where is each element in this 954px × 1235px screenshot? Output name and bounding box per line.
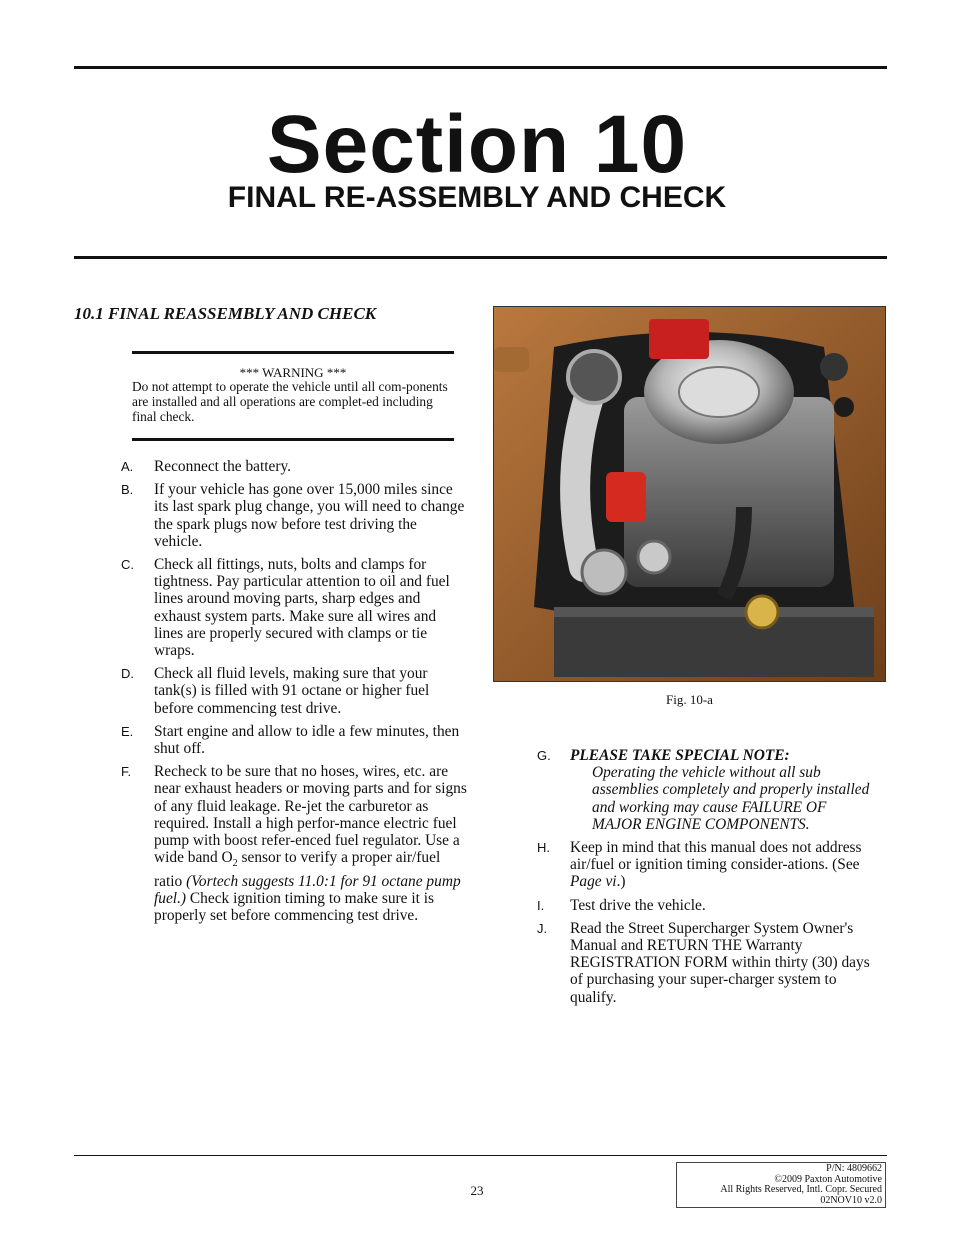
section-heading: 10.1 FINAL REASSEMBLY AND CHECK [74, 304, 377, 323]
steps-list-left: A. Reconnect the battery. B. If your vehic… [121, 458, 468, 930]
list-item: B. If your vehicle has gone over 15,000 m… [121, 481, 468, 550]
header-bottom-rule [74, 256, 887, 259]
step-text: .) [616, 873, 626, 891]
step-text: Check ignition timing to make sure it is… [154, 889, 434, 924]
step-text: Check all fittings, nuts, bolts and clam… [154, 556, 450, 660]
special-note-heading: PLEASE TAKE SPECIAL NOTE: [570, 747, 790, 764]
list-item: J. Read the Street Supercharger System Ow… [537, 920, 877, 1006]
list-item: A. Reconnect the battery. [121, 458, 468, 475]
page-reference: Page vi [570, 873, 617, 891]
step-letter: B. [121, 482, 134, 498]
step-text: Test drive the vehicle. [570, 896, 706, 914]
warning-bottom-rule [132, 438, 454, 441]
step-text: If your vehicle has gone over 15,000 mil… [154, 481, 465, 550]
part-number: P/N: 4809662 [826, 1163, 882, 1174]
copyright: ©2009 Paxton Automotive [774, 1173, 882, 1185]
special-note-text: Operating the vehicle without all sub as… [592, 764, 870, 833]
list-item: E. Start engine and allow to idle a few m… [121, 723, 468, 757]
list-item: F. Recheck to be sure that no hoses, wire… [121, 763, 468, 924]
list-item: G. PLEASE TAKE SPECIAL NOTE:Operating the… [537, 747, 877, 833]
steps-list-right: G. PLEASE TAKE SPECIAL NOTE:Operating the… [537, 747, 877, 1012]
rights-statement: All Rights Reserved, Intl. Copr. Secured [720, 1184, 882, 1195]
warning-top-rule [132, 351, 454, 354]
step-letter: E. [121, 723, 134, 739]
step-letter: I. [537, 897, 545, 913]
step-letter: H. [537, 840, 550, 856]
step-letter: D. [121, 666, 134, 682]
step-letter: C. [121, 557, 134, 573]
section-title: Section 10 [266, 99, 688, 190]
footer-rule [74, 1155, 887, 1156]
engine-photo-icon [494, 307, 885, 681]
subscript-2: 2 [232, 858, 238, 870]
page-number: 23 [470, 1183, 484, 1198]
step-text: Check all fluid levels, making sure that… [154, 665, 430, 717]
warning-body: Do not attempt to operate the vehicle un… [132, 379, 448, 424]
list-item: D. Check all fluid levels, making sure th… [121, 665, 468, 717]
step-text: Reconnect the battery. [154, 458, 292, 475]
footer-info-box: P/N: 4809662 ©2009 Paxton Automotive All… [676, 1162, 886, 1208]
section-subtitle: FINAL RE-ASSEMBLY AND CHECK [227, 181, 727, 214]
step-text: Start engine and allow to idle a few min… [154, 722, 460, 758]
step-letter: A. [121, 459, 134, 474]
list-item: I. Test drive the vehicle. [537, 897, 877, 914]
version: 02NOV10 v2.0 [820, 1194, 882, 1206]
step-text: Read the Street Supercharger System Owne… [570, 919, 870, 1006]
figure-caption: Fig. 10-a [666, 692, 713, 707]
step-letter: G. [537, 748, 551, 763]
step-text: sensor to verify a proper air/fuel ratio [154, 849, 441, 890]
step-letter: J. [537, 920, 548, 936]
engine-bay-photo [493, 306, 886, 682]
vortech-note: (Vortech suggests 11.0:1 for 91 octane p… [154, 872, 461, 907]
step-text: Recheck to be sure that no hoses, wires,… [154, 763, 467, 867]
warning-title: *** WARNING *** [239, 365, 347, 380]
step-letter: F. [121, 764, 132, 780]
top-rule [74, 66, 887, 69]
step-text: Keep in mind that this manual does not a… [570, 839, 862, 874]
list-item: C. Check all fittings, nuts, bolts and cl… [121, 556, 468, 659]
list-item: H. Keep in mind that this manual does not… [537, 839, 877, 891]
